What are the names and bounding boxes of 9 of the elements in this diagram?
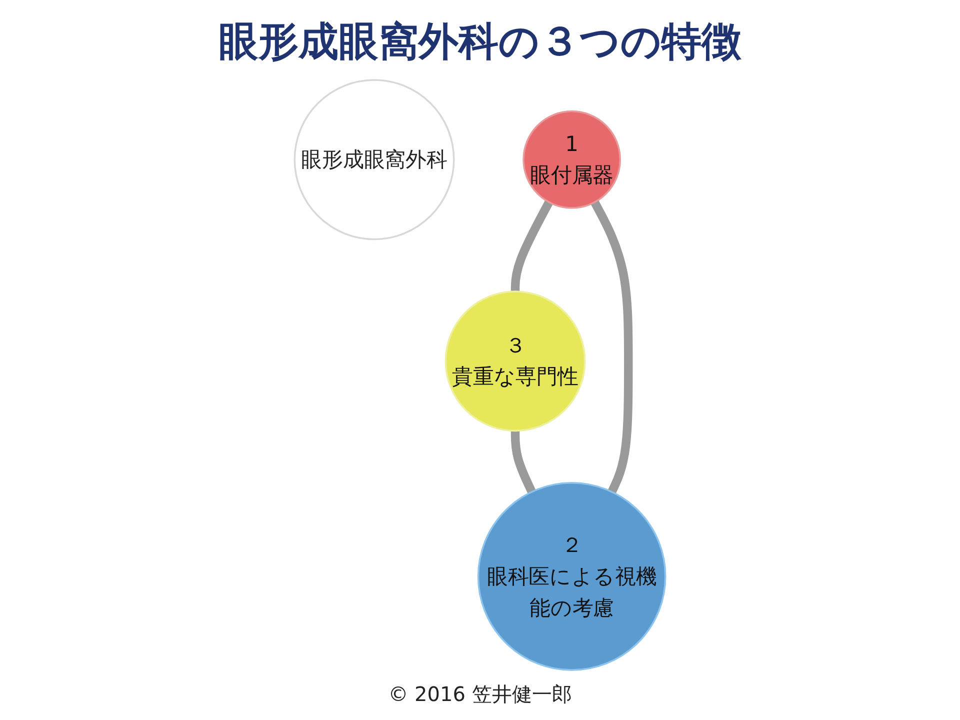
connector <box>510 200 553 292</box>
node-circle: 1 眼付属器 <box>522 110 621 209</box>
node-circle: ２ 眼科医による視機能の考慮 <box>477 482 666 671</box>
node-circle: 眼形成眼窩外科 <box>294 79 455 240</box>
connector <box>510 430 536 494</box>
copyright-caption: © 2016 笠井健一郎 <box>388 681 572 708</box>
diagram-title: 眼形成眼窩外科の３つの特徴 <box>218 18 742 67</box>
node-circle: ３ 貴重な専門性 <box>444 290 586 432</box>
connector <box>590 200 633 494</box>
